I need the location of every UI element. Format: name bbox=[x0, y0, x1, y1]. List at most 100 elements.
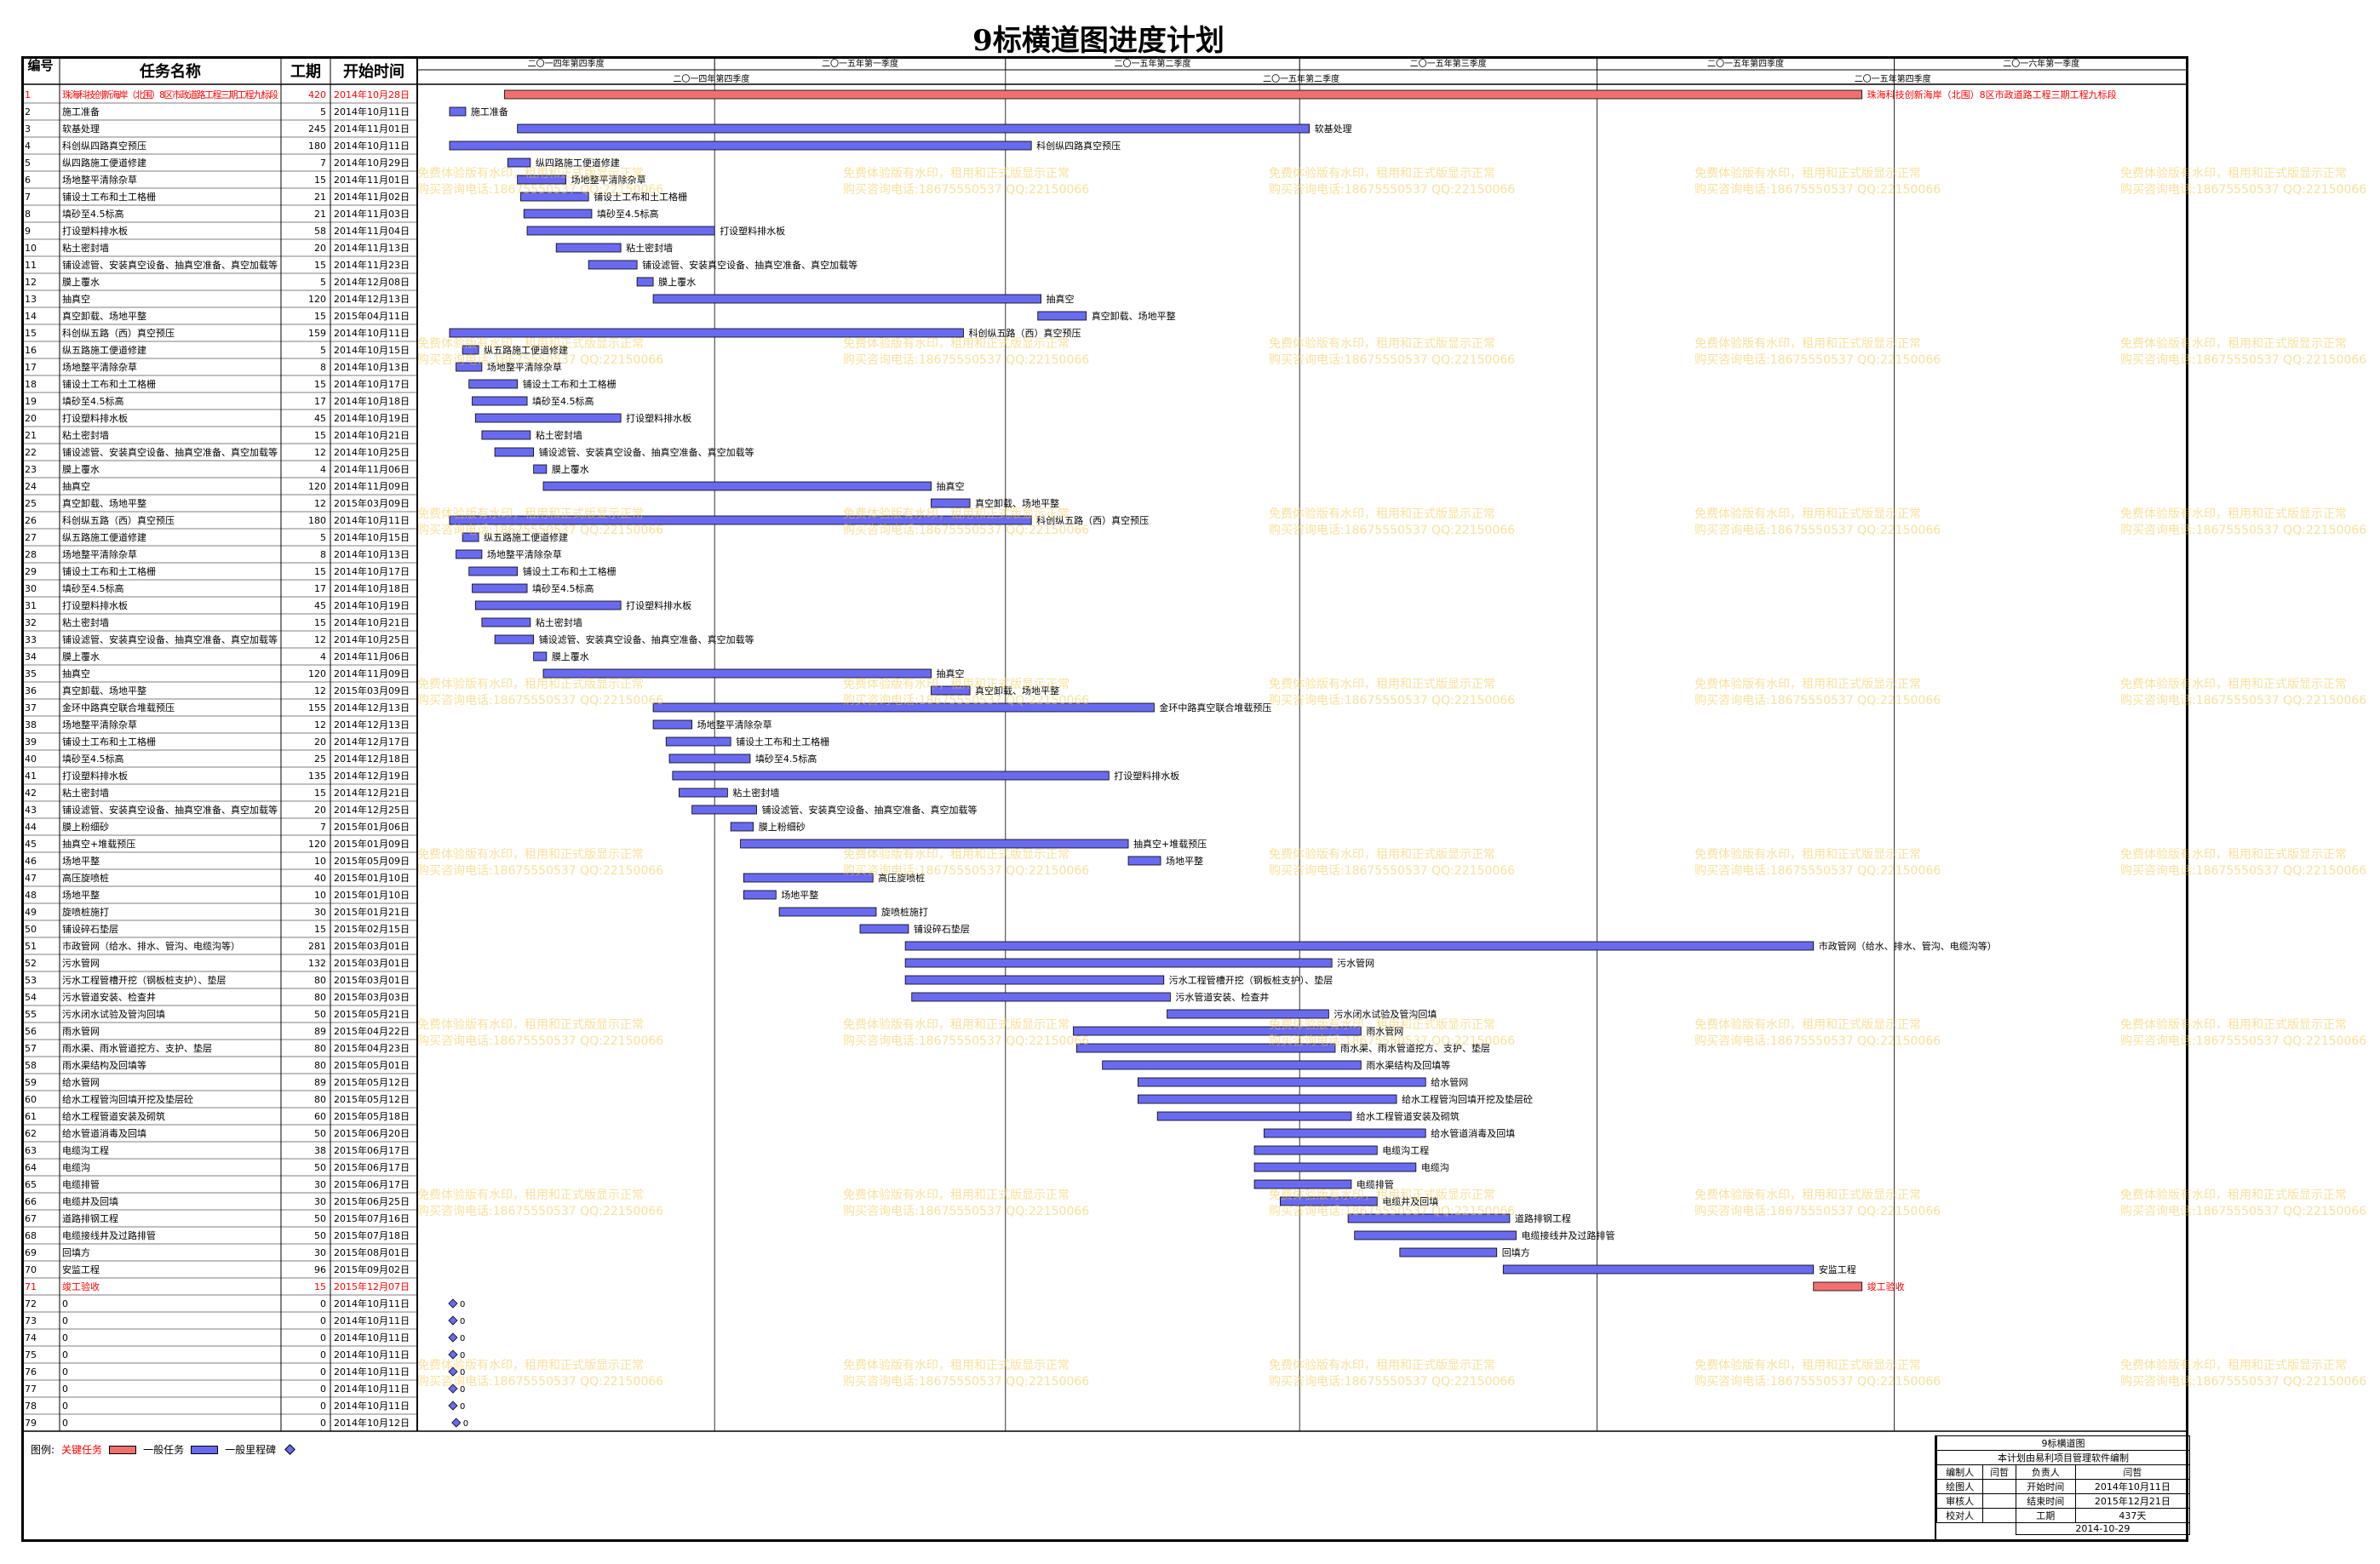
info-cell: 2014年10月11日 bbox=[2074, 1479, 2191, 1494]
task-name: 填砂至4.5标高 bbox=[62, 208, 124, 220]
task-duration: 12 bbox=[314, 498, 326, 509]
task-name: 0 bbox=[62, 1401, 68, 1412]
task-start: 2014年12月17日 bbox=[334, 736, 410, 748]
task-bar-label: 场地整平清除杂草 bbox=[697, 719, 772, 730]
timescale-bottom-label: 二〇一五年第四季度 bbox=[1855, 73, 1931, 84]
task-bar-label: 场地整平清除杂草 bbox=[487, 548, 562, 560]
task-bar-label: 粘土密封墙 bbox=[626, 242, 673, 254]
info-cell: 结束时间 bbox=[2015, 1493, 2076, 1509]
task-id: 3 bbox=[25, 123, 31, 135]
task-id: 47 bbox=[25, 873, 37, 884]
task-start: 2015年05月12日 bbox=[334, 1076, 410, 1088]
task-id: 28 bbox=[25, 549, 37, 560]
task-id: 58 bbox=[25, 1060, 37, 1071]
task-name: 粘土密封墙 bbox=[62, 787, 109, 799]
task-bar bbox=[1138, 1094, 1397, 1104]
task-id: 53 bbox=[25, 975, 37, 986]
task-name: 真空卸载、场地平整 bbox=[62, 310, 146, 322]
task-id: 21 bbox=[25, 430, 37, 441]
task-duration: 7 bbox=[320, 158, 326, 169]
timescale-top-label: 二〇一四年第四季度 bbox=[528, 58, 605, 69]
task-start: 2015年01月21日 bbox=[334, 906, 410, 918]
task-bar bbox=[517, 175, 566, 185]
task-name: 污水管网 bbox=[62, 957, 100, 969]
legend-normal-swatch bbox=[191, 1445, 219, 1454]
task-bar bbox=[494, 634, 535, 645]
task-id: 59 bbox=[25, 1077, 37, 1088]
info-cell: 审核人 bbox=[1936, 1493, 1984, 1509]
task-duration: 7 bbox=[320, 822, 326, 833]
task-id: 49 bbox=[25, 907, 37, 918]
task-name: 粘土密封墙 bbox=[62, 429, 109, 441]
task-bar-label: 真空卸载、场地平整 bbox=[975, 685, 1059, 696]
task-bar bbox=[636, 277, 654, 287]
task-start: 2014年10月11日 bbox=[334, 327, 410, 339]
task-bar bbox=[1354, 1230, 1517, 1240]
task-bar bbox=[1167, 1009, 1329, 1019]
task-bar bbox=[468, 379, 519, 389]
task-bar-label: 污水闭水试验及管沟回填 bbox=[1333, 1008, 1437, 1020]
info-cell bbox=[1982, 1493, 2016, 1509]
task-start: 2014年10月19日 bbox=[334, 599, 410, 611]
milestone-diamond bbox=[448, 1332, 458, 1343]
task-name: 给水管道消毒及回填 bbox=[62, 1127, 146, 1139]
task-name: 场地整平清除杂草 bbox=[62, 548, 137, 560]
task-bar bbox=[668, 753, 751, 764]
task-duration: 80 bbox=[314, 1043, 326, 1054]
info-title: 9标横道图 bbox=[1936, 1435, 2190, 1451]
task-name: 0 bbox=[62, 1298, 68, 1309]
task-bar bbox=[449, 106, 467, 117]
task-id: 11 bbox=[25, 260, 37, 271]
task-bar bbox=[1037, 311, 1087, 321]
task-duration: 8 bbox=[320, 362, 326, 373]
task-id: 61 bbox=[25, 1111, 37, 1122]
task-bar-label: 电缆排管 bbox=[1356, 1178, 1394, 1190]
task-bar bbox=[1502, 1264, 1815, 1275]
timescale-top-label: 二〇一五年第二季度 bbox=[1115, 58, 1191, 69]
task-name: 0 bbox=[62, 1315, 68, 1326]
task-duration: 4 bbox=[320, 651, 326, 662]
task-start: 2015年07月16日 bbox=[334, 1212, 410, 1224]
task-bar bbox=[652, 702, 1155, 713]
task-name: 0 bbox=[62, 1418, 68, 1429]
task-id: 33 bbox=[25, 634, 37, 645]
task-bar bbox=[743, 873, 874, 883]
timescale-top-label: 二〇一五年第一季度 bbox=[822, 58, 898, 69]
task-duration: 15 bbox=[314, 924, 326, 935]
task-duration: 0 bbox=[320, 1349, 326, 1361]
task-id: 12 bbox=[25, 277, 37, 288]
task-duration: 15 bbox=[314, 566, 326, 577]
task-start: 2014年10月21日 bbox=[334, 429, 410, 441]
task-id: 22 bbox=[25, 447, 37, 458]
task-duration: 159 bbox=[308, 328, 326, 339]
task-name: 高压旋喷桩 bbox=[62, 872, 109, 884]
task-id: 37 bbox=[25, 702, 37, 713]
task-name: 0 bbox=[62, 1384, 68, 1395]
task-start: 2014年10月18日 bbox=[334, 582, 410, 594]
task-id: 26 bbox=[25, 515, 37, 526]
task-name: 抽真空 bbox=[62, 667, 90, 679]
task-bar-label: 场地整平清除杂草 bbox=[487, 361, 562, 373]
task-name: 给水工程管道安装及砌筑 bbox=[62, 1110, 165, 1122]
task-id: 36 bbox=[25, 685, 37, 696]
info-blank bbox=[1936, 1522, 2016, 1535]
task-id: 27 bbox=[25, 532, 37, 543]
task-name: 纵四路施工便道修建 bbox=[62, 157, 146, 169]
task-start: 2015年03月09日 bbox=[334, 685, 410, 696]
task-bar bbox=[1253, 1145, 1378, 1155]
timescale-top-label: 二〇一六年第一季度 bbox=[2003, 58, 2079, 69]
task-bar-label: 铺设滤管、安装真空设备、抽真空准备、真空加载等 bbox=[762, 804, 978, 816]
task-start: 2015年03月01日 bbox=[334, 974, 410, 986]
task-bar bbox=[911, 992, 1171, 1002]
task-start: 2014年10月13日 bbox=[334, 361, 410, 373]
task-bar-label: 科创纵五路（西）真空预压 bbox=[1036, 514, 1149, 526]
task-duration: 38 bbox=[314, 1145, 326, 1156]
task-bar bbox=[449, 515, 1032, 525]
task-start: 2015年05月01日 bbox=[334, 1059, 410, 1071]
task-name: 0 bbox=[62, 1366, 68, 1378]
info-cell: 2015年12月21日 bbox=[2074, 1493, 2191, 1509]
task-name: 粘土密封墙 bbox=[62, 616, 109, 628]
task-bar-label: 电缆井及回填 bbox=[1382, 1195, 1438, 1207]
task-bar-label: 纵四路施工便道修建 bbox=[536, 157, 620, 169]
task-id: 48 bbox=[25, 890, 37, 901]
